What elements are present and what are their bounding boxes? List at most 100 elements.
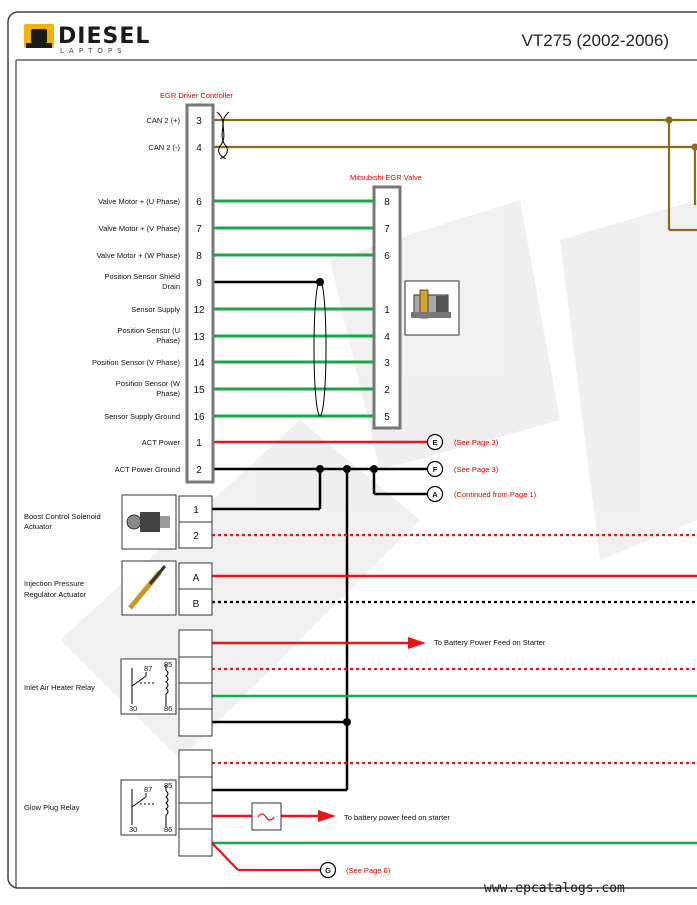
inlet-relay-85: 85 [164,660,172,669]
controller-label-pin-16: Sensor Supply Ground [104,412,180,421]
glow-relay-symbol [120,779,177,836]
connector-a-note: (Continued from Page 1) [454,490,537,499]
connector-a-letter: A [432,490,438,499]
connector-e-letter: E [432,438,437,447]
controller-label-pin-6: Valve Motor + (U Phase) [98,197,180,206]
controller-pin-3: 3 [196,116,202,127]
glow-relay-85: 85 [164,781,172,790]
valve-pin-7: 7 [384,224,390,235]
battery-feed-note-1: To Battery Power Feed on Starter [434,638,546,647]
controller-label-pin-7: Valve Motor + (V Phase) [99,224,181,233]
glow-relay-87: 87 [144,785,152,794]
controller-label-pin-2: ACT Power Ground [115,465,180,474]
glow-plug-relay: Glow Plug Relay 87 85 30 86 [24,749,213,857]
arrow-icon [318,810,336,822]
inlet-relay-30: 30 [129,704,137,713]
logo-text: DIESEL [58,24,150,49]
fuse-icon [251,802,282,831]
valve-pin-1: 1 [384,305,390,316]
boost-pin-2-box [178,521,213,549]
controller-pin-12: 12 [193,305,205,316]
egr-valve-image [404,280,460,336]
controller-pin-14: 14 [193,358,205,369]
controller-pin-1: 1 [196,438,202,449]
controller-pin-7: 7 [196,224,202,235]
valve-pin-5: 5 [384,412,390,423]
connector-f-note: (See Page 3) [454,465,499,474]
controller-label-pin-9-line2: Drain [162,282,180,291]
valve-pin-3: 3 [384,358,390,369]
battery-feed-note-2: To battery power feed on starter [344,813,450,822]
egr-controller-labels: CAN 2 (+) CAN 2 (-) Valve Motor + (U Phase… [92,116,181,474]
controller-label-pin-8: Valve Motor + (W Phase) [97,251,181,260]
controller-pin-15: 15 [193,385,205,396]
inlet-relay-label: Inlet Air Heater Relay [24,683,95,692]
controller-pin-6: 6 [196,197,202,208]
ipr-pin-b: B [193,599,200,610]
boost-pin-2: 2 [193,531,199,542]
boost-label-line2: Actuator [24,522,52,531]
wire-glow-86-diag [211,842,239,871]
egr-valve-pins: 8 7 6 1 4 3 2 5 [384,197,390,423]
egr-controller-title: EGR Driver Controller [160,91,233,100]
injection-pressure-regulator: Injection Pressure Regulator Actuator A … [24,560,213,616]
connector-f: F (See Page 3) [426,460,499,478]
valve-pin-4: 4 [384,332,390,343]
wires-layer [211,116,697,872]
controller-label-pin-12: Sensor Supply [131,305,180,314]
sensor-shield-ellipse [313,279,327,417]
inlet-relay-symbol [120,658,177,715]
controller-label-pin-15-line2: Phase) [156,389,180,398]
boost-label-line1: Boost Control Solenoid [24,512,101,521]
page-title: VT275 (2002-2006) [522,31,669,50]
valve-pin-2: 2 [384,385,390,396]
boost-pin-1: 1 [193,505,199,516]
egr-valve-title: Mitsubishi EGR Valve [350,173,422,182]
controller-pin-2: 2 [196,465,202,476]
valve-pin-6: 6 [384,251,390,262]
connector-e-note: (See Page 3) [454,438,499,447]
connector-f-letter: F [433,465,438,474]
can-twisted-pair-icon [216,111,230,159]
controller-pin-9: 9 [196,278,202,289]
controller-label-pin-4: CAN 2 (-) [148,143,180,152]
egr-valve-block [372,185,402,430]
connector-g-letter: G [325,866,331,875]
egr-controller-block [185,103,215,484]
controller-pin-16: 16 [193,412,205,423]
controller-pin-8: 8 [196,251,202,262]
controller-label-pin-9-line1: Position Sensor Shield [105,272,180,281]
connector-g: G (See Page 6) [319,861,391,879]
controller-label-pin-14: Position Sensor (V Phase) [92,358,180,367]
connector-g-note: (See Page 6) [346,866,391,875]
controller-label-pin-13-line1: Position Sensor (U [117,326,180,335]
splice-dot-inlet [343,718,351,726]
glow-relay-30: 30 [129,825,137,834]
ipr-label-line2: Regulator Actuator [24,590,87,599]
valve-pin-8: 8 [384,197,390,208]
connector-a: A (Continued from Page 1) [426,485,537,503]
ipr-label-line1: Injection Pressure [24,579,84,588]
boost-control-solenoid: Boost Control Solenoid Actuator 1 2 [24,494,213,550]
inlet-relay-86: 86 [164,704,172,713]
connector-e: E (See Page 3) [426,433,499,451]
controller-pin-13: 13 [193,332,205,343]
diesel-laptops-logo: DIESEL LAPTOPS [24,24,150,55]
page-frame [7,11,697,889]
glow-relay-86: 86 [164,825,172,834]
controller-label-pin-3: CAN 2 (+) [146,116,180,125]
controller-label-pin-15-line1: Position Sensor (W [116,379,181,388]
arrow-icon [408,637,426,649]
splice-dot-can-high [665,116,673,124]
controller-label-pin-1: ACT Power [142,438,181,447]
controller-label-pin-13-line2: Phase) [156,336,180,345]
ipr-pin-b-box [178,588,213,616]
splice-dot-shield [316,278,324,286]
controller-pin-4: 4 [196,143,202,154]
inlet-air-heater-relay: Inlet Air Heater Relay 87 85 30 86 [24,629,213,737]
glow-relay-label: Glow Plug Relay [24,803,80,812]
logo-subtext: LAPTOPS [60,47,127,55]
splice-dot-can-low [691,143,697,151]
